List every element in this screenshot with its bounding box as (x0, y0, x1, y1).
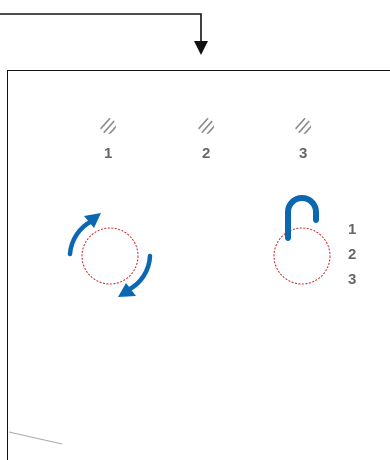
leader-arrow (0, 13, 208, 445)
hatched-mark-icon (100, 118, 116, 134)
lock-label-1: 1 (348, 221, 357, 238)
hatched-mark-icon (295, 118, 311, 134)
hatch-label-2: 2 (202, 145, 211, 162)
arrowhead-down-icon (194, 41, 208, 55)
dashed-circle-outline (273, 227, 331, 285)
faint-diagonal-line (8, 431, 63, 445)
device-panel-outline (7, 70, 390, 460)
dashed-circle-outline (81, 227, 139, 285)
leader-line (0, 13, 202, 42)
hatch-marks (100, 118, 311, 134)
hatched-mark-icon (198, 118, 214, 134)
diagram-canvas: 1 2 3 1 2 3 (0, 13, 390, 460)
lock-label-2: 2 (348, 246, 357, 263)
hatch-label-1: 1 (104, 145, 113, 162)
rotate-arrows-icon (67, 213, 153, 297)
hatch-label-3: 3 (299, 145, 308, 162)
lock-label-3: 3 (348, 271, 357, 288)
rotate-group (67, 213, 153, 297)
padlock-group (273, 195, 331, 285)
open-padlock-icon (285, 195, 319, 241)
